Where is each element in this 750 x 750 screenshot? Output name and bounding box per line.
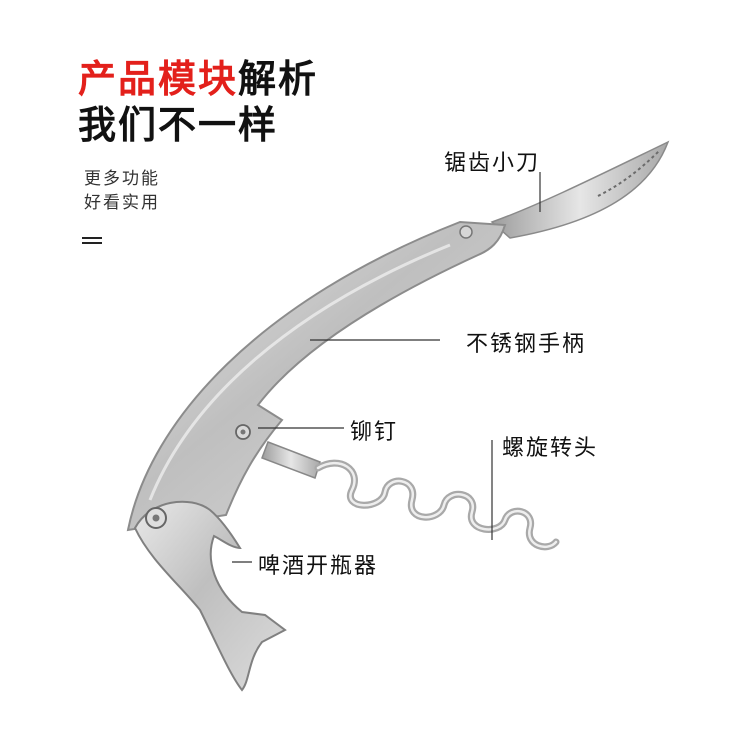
rivet-icon xyxy=(235,424,251,440)
callout-rivet: 铆钉 xyxy=(350,420,399,445)
headline-black-text: 解析 xyxy=(238,57,319,101)
headline: 产品模块解析 我们不一样 xyxy=(78,56,318,148)
callout-bottle-opener: 啤酒开瓶器 xyxy=(258,554,379,579)
handle-icon xyxy=(126,220,507,532)
headline-line-1: 产品模块解析 xyxy=(78,56,318,102)
serrated-knife-icon xyxy=(490,140,670,239)
menu-icon xyxy=(82,237,102,245)
headline-line-2: 我们不一样 xyxy=(78,103,279,147)
bottle-opener-icon xyxy=(133,500,287,692)
callout-handle: 不锈钢手柄 xyxy=(466,332,587,357)
callout-lines xyxy=(232,172,541,563)
subtitle: 更多功能 好看实用 xyxy=(84,167,160,215)
headline-red-text: 产品模块 xyxy=(78,57,239,101)
callout-corkscrew: 螺旋转头 xyxy=(502,436,599,461)
subtitle-line-2: 好看实用 xyxy=(84,193,160,213)
callout-serrated-knife: 锯齿小刀 xyxy=(444,151,541,176)
corkscrew-spiral-icon xyxy=(261,441,560,551)
subtitle-line-1: 更多功能 xyxy=(84,169,160,189)
